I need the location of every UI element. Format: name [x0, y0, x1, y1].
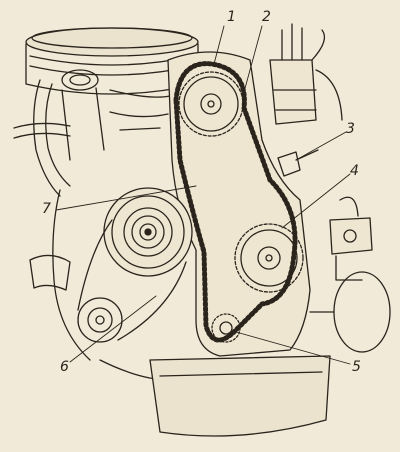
camshaft-sprocket [178, 71, 244, 137]
timing-chain [173, 61, 298, 343]
callout-1: 1 [227, 9, 236, 25]
callout-7: 7 [42, 201, 51, 217]
fuel-pump [329, 196, 373, 281]
crankshaft-sprocket [211, 313, 241, 343]
callout-3: 3 [346, 121, 355, 137]
flywheel-housing [309, 271, 391, 353]
alternator-pulley [77, 219, 187, 343]
leader-lines [55, 25, 351, 365]
water-pump-pulley [103, 187, 193, 277]
callout-5: 5 [352, 359, 361, 375]
aux-shaft-sprocket [234, 223, 304, 293]
callout-4: 4 [350, 163, 359, 179]
callout-2: 2 [262, 9, 271, 25]
chain-tensioner [277, 149, 319, 177]
callout-6: 6 [60, 359, 69, 375]
intake-pipes [13, 69, 171, 197]
distributor [269, 23, 343, 125]
oil-pan [149, 355, 331, 437]
